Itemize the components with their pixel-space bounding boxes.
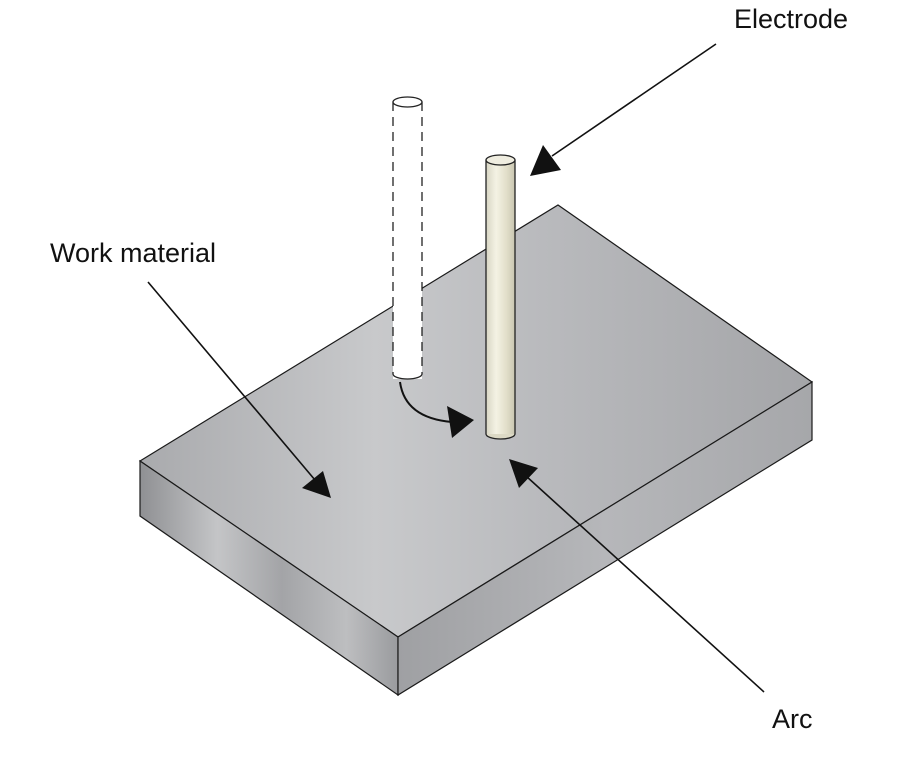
arc-pointer-arrow	[509, 459, 765, 693]
electrode-rod	[485, 154, 516, 440]
block-side-face	[397, 380, 813, 697]
electrode-previous-position	[392, 96, 423, 380]
work-material-block	[138, 204, 814, 697]
arc-label: Arc	[772, 704, 813, 734]
electrode-pointer-arrow	[530, 43, 717, 176]
motion-arrow	[399, 381, 474, 438]
electrode-label: Electrode	[734, 4, 849, 34]
work-material-pointer-arrow	[147, 281, 331, 498]
work-material-label: Work material	[50, 238, 217, 268]
